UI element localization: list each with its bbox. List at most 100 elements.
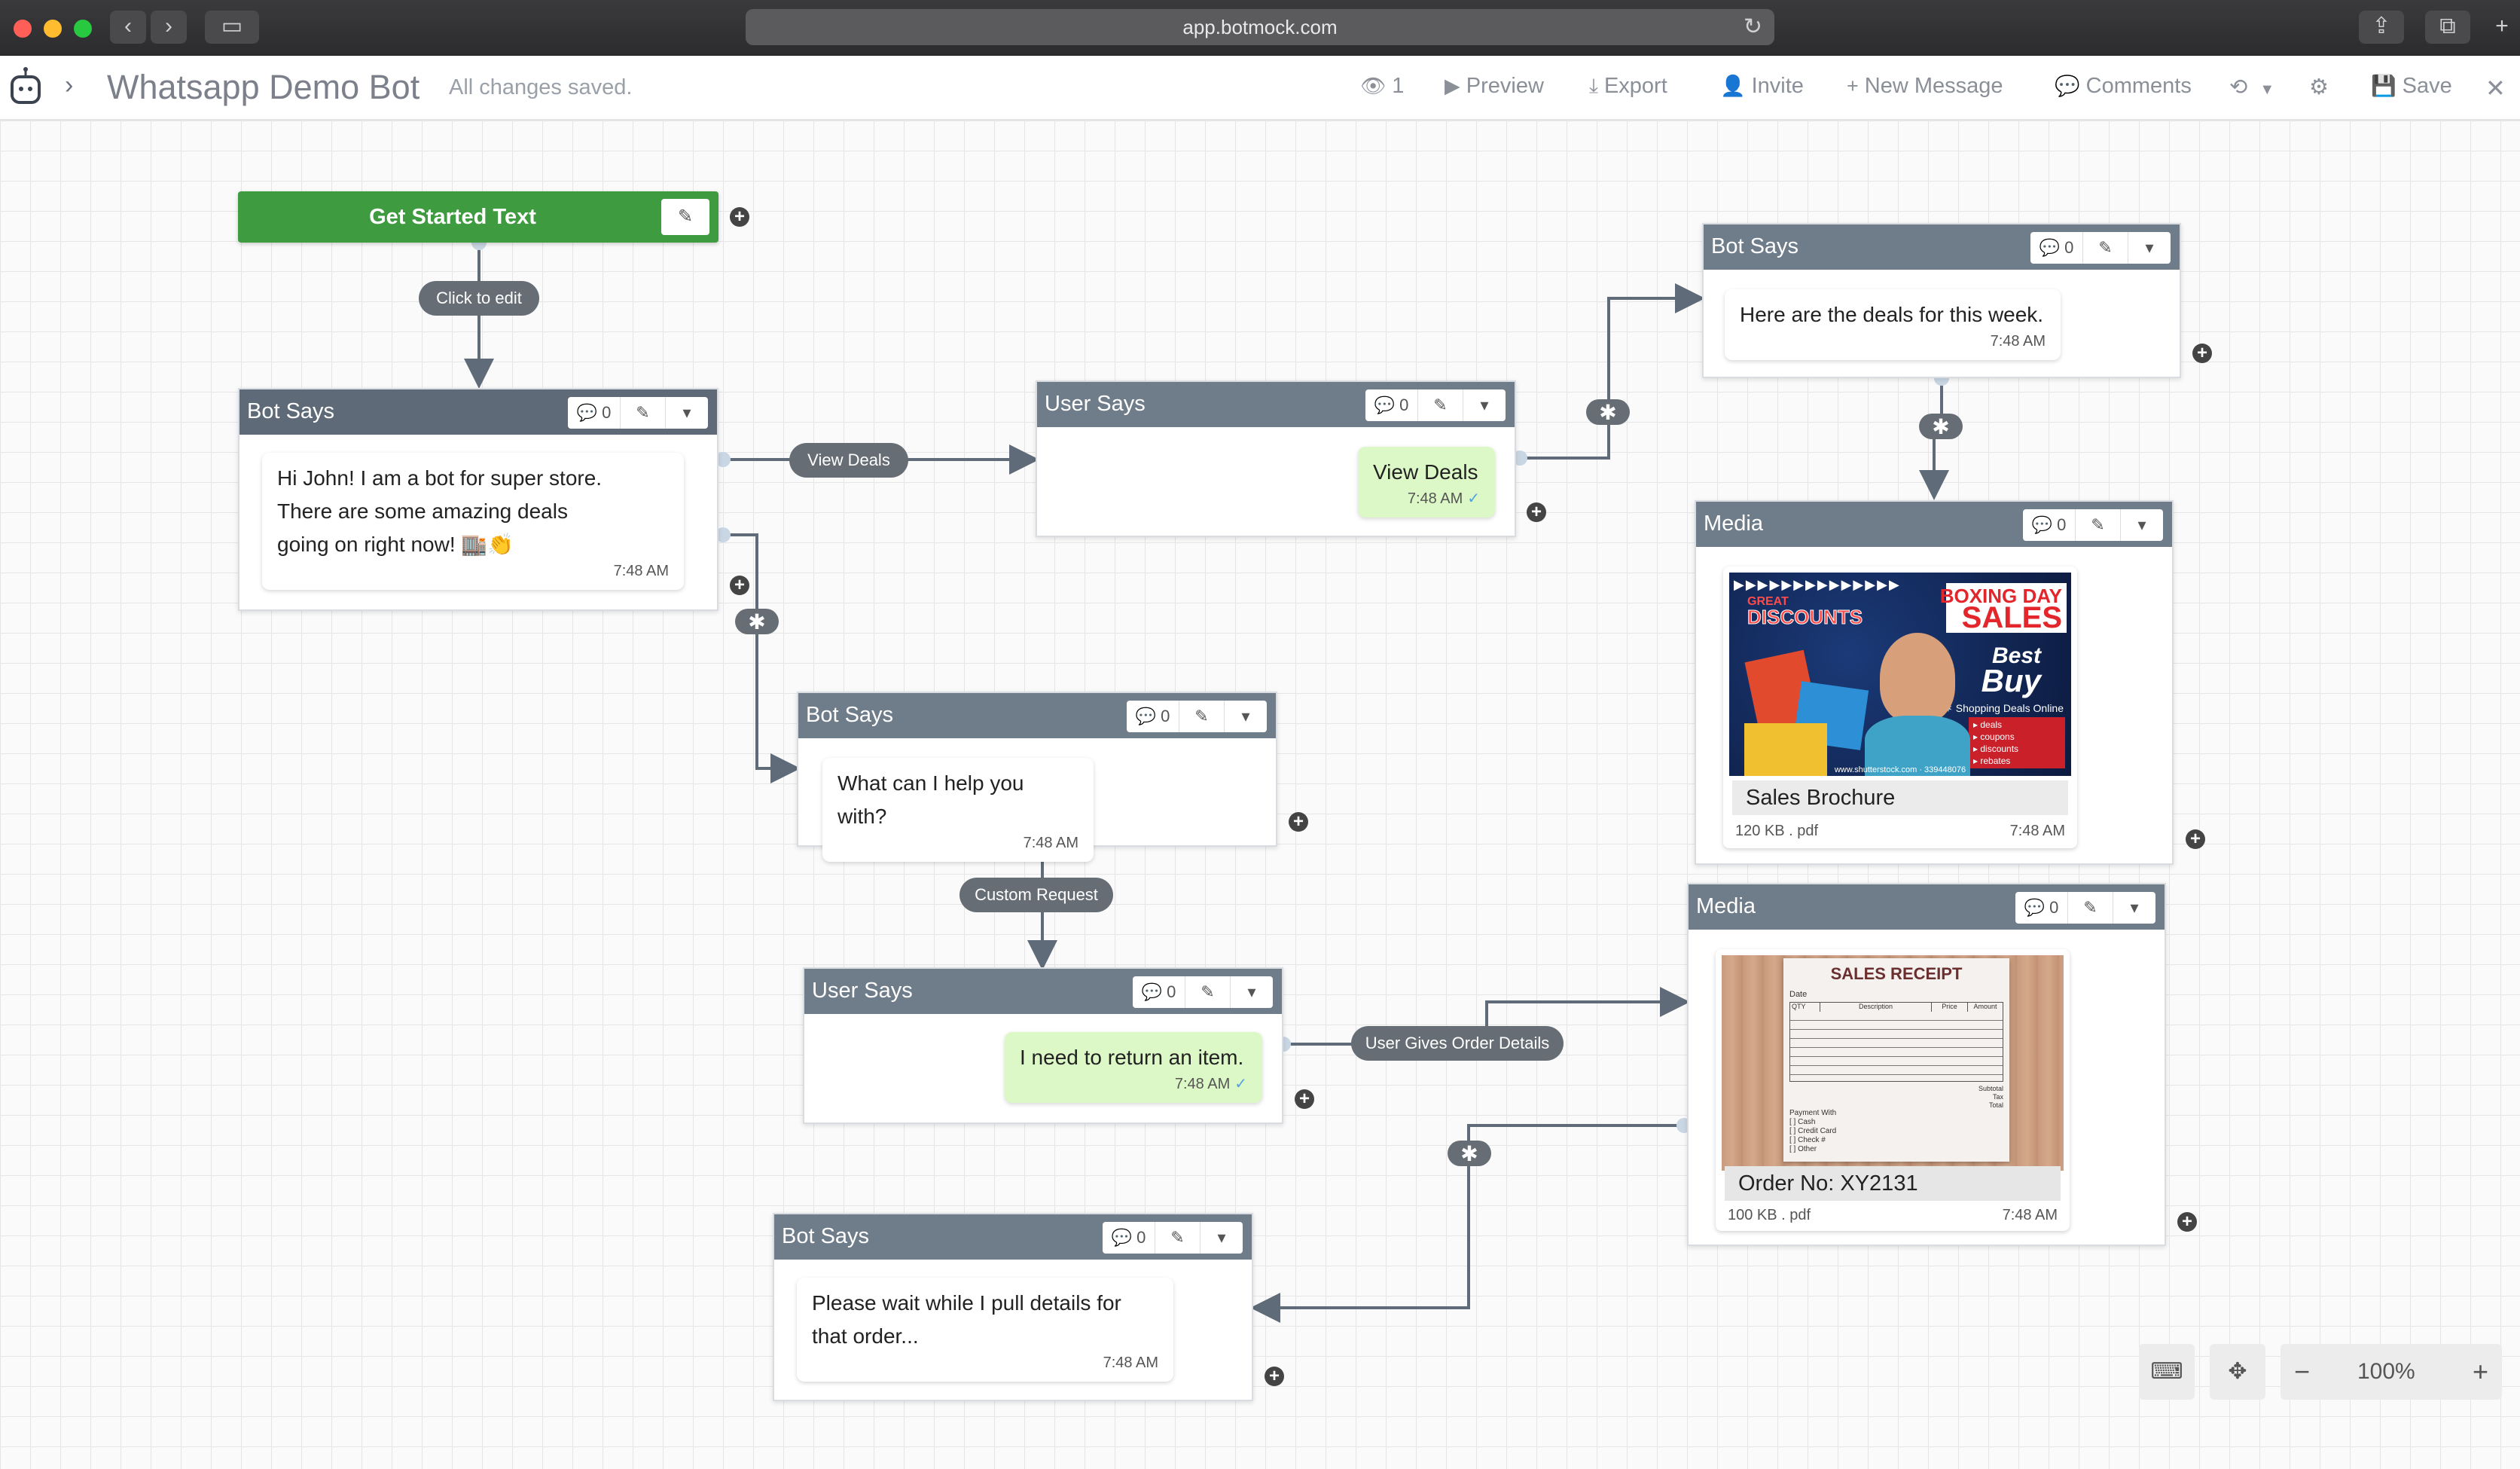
bot-says-node[interactable]: Bot Says 💬 0 ✎ ▾ Please wait while I pul… bbox=[773, 1213, 1253, 1401]
edit-icon[interactable]: ✎ bbox=[1155, 1222, 1201, 1254]
media-node[interactable]: Media 💬 0 ✎ ▾ SALES RECEIPT Date QTY Des… bbox=[1687, 883, 2166, 1246]
node-header: Media 💬 0 ✎ ▾ bbox=[1689, 884, 2165, 930]
comment-count-button[interactable]: 💬 0 bbox=[1365, 389, 1418, 421]
bot-says-node[interactable]: Bot Says 💬 0 ✎ ▾ What can I help you wit… bbox=[797, 692, 1277, 862]
comments-button[interactable]: 💬Comments bbox=[2055, 74, 2192, 98]
save-button[interactable]: 💾Save bbox=[2371, 74, 2452, 98]
message-time: 7:48 AM bbox=[1990, 333, 2046, 350]
export-button[interactable]: ⤓Export bbox=[1589, 74, 1667, 98]
user-says-node[interactable]: User Says 💬 0 ✎ ▾ I need to return an it… bbox=[803, 967, 1283, 1124]
dropdown-caret-icon[interactable]: ▾ bbox=[1217, 1228, 1226, 1247]
add-node-button[interactable]: + bbox=[2177, 1212, 2197, 1232]
edit-icon[interactable]: ✎ bbox=[2083, 232, 2128, 264]
add-node-button[interactable]: + bbox=[730, 576, 749, 595]
message-time: 7:48 AM bbox=[1023, 835, 1078, 851]
comment-count-button[interactable]: 💬 0 bbox=[568, 397, 621, 429]
add-node-button[interactable]: + bbox=[730, 207, 749, 227]
brochure-list-item: ▸ coupons bbox=[1973, 731, 2015, 742]
settings-button[interactable]: ⚙ bbox=[2309, 74, 2329, 100]
get-started-node[interactable]: Get Started Text ✎ bbox=[238, 191, 718, 243]
edit-icon[interactable]: ✎ bbox=[1179, 701, 1225, 732]
edit-icon[interactable]: ✎ bbox=[621, 397, 666, 429]
edit-icon[interactable]: ✎ bbox=[1418, 389, 1463, 421]
edit-icon[interactable]: ✎ bbox=[1185, 976, 1231, 1008]
node-controls: 💬 0 ✎ ▾ bbox=[1365, 389, 1506, 421]
new-message-button[interactable]: +New Message bbox=[1847, 74, 2003, 98]
dropdown-caret-icon[interactable]: ▾ bbox=[2137, 515, 2146, 534]
edit-icon[interactable]: ✎ bbox=[2076, 509, 2121, 541]
media-node[interactable]: Media 💬 0 ✎ ▾ ▶▶▶▶▶▶▶▶▶▶▶▶▶▶ GREAT DISCO… bbox=[1695, 500, 2174, 865]
media-attachment[interactable]: SALES RECEIPT Date QTY Description Price… bbox=[1716, 949, 2070, 1231]
botmock-logo-icon[interactable] bbox=[9, 66, 42, 107]
new-tab-icon[interactable]: + bbox=[2495, 14, 2509, 38]
app-toolbar: › Whatsapp Demo Bot All changes saved. 👁… bbox=[0, 56, 2520, 121]
bot-says-node[interactable]: Bot Says 💬 0 ✎ ▾ Here are the deals for … bbox=[1702, 223, 2181, 378]
share-icon[interactable]: ⇪ bbox=[2359, 11, 2404, 44]
media-attachment[interactable]: ▶▶▶▶▶▶▶▶▶▶▶▶▶▶ GREAT DISCOUNTS BOXING DA… bbox=[1723, 567, 2077, 848]
file-size: 120 KB . pdf bbox=[1735, 823, 1819, 839]
preview-button[interactable]: ▶Preview bbox=[1445, 74, 1544, 98]
add-node-button[interactable]: + bbox=[1265, 1367, 1284, 1386]
wildcard-connector[interactable]: ✱ bbox=[735, 609, 779, 634]
invite-button[interactable]: 👤Invite bbox=[1720, 74, 1804, 98]
user-says-node[interactable]: User Says 💬 0 ✎ ▾ View Deals 7:48 AM✓ bbox=[1036, 380, 1516, 537]
dropdown-caret-icon[interactable]: ▾ bbox=[2145, 238, 2154, 257]
close-icon[interactable]: ✕ bbox=[2485, 75, 2506, 102]
zoom-window-button[interactable] bbox=[74, 20, 92, 38]
edit-icon[interactable]: ✎ bbox=[2068, 892, 2113, 924]
comment-count-button[interactable]: 💬 0 bbox=[2015, 892, 2068, 924]
chevron-right-icon[interactable]: › bbox=[65, 71, 74, 99]
sidebar-toggle-icon[interactable]: ▭ bbox=[205, 11, 259, 44]
address-bar[interactable]: app.botmock.com ↻ bbox=[746, 9, 1774, 45]
receipt-total-line: Total bbox=[1988, 1101, 2003, 1109]
bot-says-node[interactable]: Bot Says 💬 0 ✎ ▾ Hi John! I am a bot for… bbox=[238, 388, 718, 611]
dropdown-caret-icon[interactable]: ▾ bbox=[1241, 707, 1250, 725]
add-node-button[interactable]: + bbox=[2192, 344, 2212, 363]
connection-label-click-to-edit[interactable]: Click to edit bbox=[419, 281, 539, 316]
back-icon[interactable]: ‹ bbox=[110, 11, 146, 44]
message-time: 7:48 AM✓ bbox=[1174, 1076, 1247, 1092]
add-node-button[interactable]: + bbox=[1289, 812, 1308, 832]
message-text: What can I help you with? bbox=[837, 771, 1024, 828]
connection-label-user-gives-order[interactable]: User Gives Order Details bbox=[1351, 1026, 1564, 1061]
comment-count-button[interactable]: 💬 0 bbox=[2030, 232, 2083, 264]
forward-icon[interactable]: › bbox=[151, 11, 187, 44]
comment-count-button[interactable]: 💬 0 bbox=[2023, 509, 2076, 541]
connection-label-view-deals[interactable]: View Deals bbox=[789, 443, 908, 478]
edge-media2-to-bot4 bbox=[1250, 1124, 1684, 1323]
wildcard-connector[interactable]: ✱ bbox=[1586, 399, 1630, 425]
zoom-out-button[interactable]: − bbox=[2294, 1356, 2311, 1387]
dropdown-caret-icon[interactable]: ▾ bbox=[2130, 898, 2139, 917]
receipt-table: QTY Description Price Amount bbox=[1789, 1002, 2003, 1082]
comment-count-button[interactable]: 💬 0 bbox=[1127, 701, 1179, 732]
comment-count-button[interactable]: 💬 0 bbox=[1133, 976, 1185, 1008]
add-node-button[interactable]: + bbox=[1295, 1089, 1314, 1109]
minimize-window-button[interactable] bbox=[44, 20, 62, 38]
close-window-button[interactable] bbox=[14, 20, 32, 38]
edit-icon[interactable]: ✎ bbox=[661, 199, 709, 235]
dropdown-caret-icon[interactable]: ▾ bbox=[1247, 982, 1256, 1001]
wildcard-connector[interactable]: ✱ bbox=[1448, 1141, 1491, 1166]
node-header: Bot Says 💬 0 ✎ ▾ bbox=[774, 1214, 1252, 1260]
wildcard-connector[interactable]: ✱ bbox=[1919, 414, 1963, 439]
page-title[interactable]: Whatsapp Demo Bot bbox=[107, 68, 420, 106]
reload-icon[interactable]: ↻ bbox=[1743, 14, 1762, 39]
plus-icon: + bbox=[1847, 75, 1859, 97]
dropdown-caret-icon[interactable]: ▾ bbox=[1480, 396, 1489, 414]
url-text: app.botmock.com bbox=[1182, 16, 1338, 38]
history-button[interactable]: ⟲▼ bbox=[2229, 74, 2274, 100]
keyboard-shortcuts-button[interactable]: ⌨ bbox=[2139, 1344, 2195, 1400]
add-node-button[interactable]: + bbox=[1527, 502, 1546, 522]
fit-to-screen-button[interactable]: ✥ bbox=[2210, 1344, 2265, 1400]
dropdown-caret-icon[interactable]: ▾ bbox=[682, 403, 691, 422]
move-icon: ✥ bbox=[2228, 1359, 2247, 1384]
zoom-in-button[interactable]: + bbox=[2472, 1356, 2488, 1387]
message-bubble: View Deals 7:48 AM✓ bbox=[1358, 447, 1495, 518]
arrow-strip-decoration: ▶▶▶▶▶▶▶▶▶▶▶▶▶▶ bbox=[1734, 577, 1901, 592]
connection-label-custom-request[interactable]: Custom Request bbox=[959, 878, 1113, 912]
add-node-button[interactable]: + bbox=[2186, 829, 2205, 849]
woman-face-shape bbox=[1880, 633, 1955, 723]
media-meta: 120 KB . pdf 7:48 AM bbox=[1735, 823, 2065, 840]
tabs-icon[interactable]: ⧉ bbox=[2425, 11, 2470, 44]
comment-count-button[interactable]: 💬 0 bbox=[1103, 1222, 1155, 1254]
